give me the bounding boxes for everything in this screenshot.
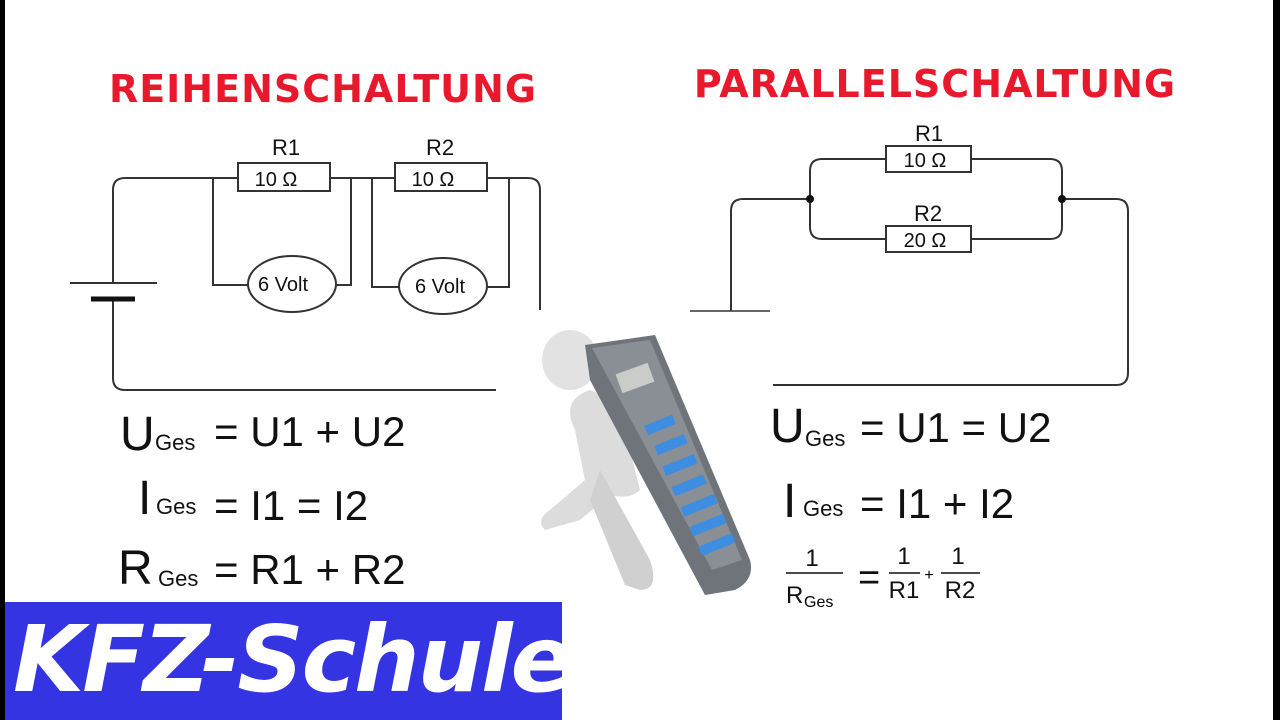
svg-text:U: U [120,408,155,461]
calculator-keys [644,414,736,557]
svg-text:U: U [770,400,805,453]
series-formula-resistance: R Ges = R1 + R2 [118,542,405,595]
series-formula-current: I Ges = I1 = I2 [138,472,368,529]
svg-text:= U1 = U2: = U1 = U2 [860,404,1051,451]
parallel-wire-left [730,198,810,311]
svg-text:I: I [783,475,796,528]
svg-text:= I1 = I2: = I1 = I2 [214,482,368,529]
svg-text:= R1 + R2: = R1 + R2 [214,546,405,593]
series-r2-label: R2 [426,135,454,160]
series-wire-top [112,177,541,310]
svg-text:=: = [858,557,880,599]
parallel-r2-label: R2 [914,201,942,226]
parallel-formula-resistance: 1 R Ges = 1 R1 + 1 R2 [786,543,980,611]
svg-text:R: R [786,582,803,609]
series-r2-value: 10 Ω [412,169,455,191]
svg-text:= I1 + I2: = I1 + I2 [860,480,1014,527]
parallel-r1-value: 10 Ω [904,150,947,172]
series-formula-voltage: U Ges = U1 + U2 [120,408,405,461]
channel-banner: KFZ-Schule [5,602,573,720]
series-circuit [70,162,541,391]
svg-text:Ges: Ges [158,566,198,591]
parallel-formula-current: I Ges = I1 + I2 [783,475,1014,528]
series-wire-bottom [112,300,496,391]
series-r1-label: R1 [272,135,300,160]
voltmeter-1 [247,255,337,313]
series-title: REIHENSCHALTUNG [109,67,537,111]
node-left [806,195,814,203]
thumbnail-canvas: REIHENSCHALTUNG PARALLELSCHALTUNG R1 R2 … [5,0,1273,720]
svg-text:Ges: Ges [155,430,195,455]
svg-text:Ges: Ges [805,426,845,451]
channel-name: KFZ-Schule [13,606,573,713]
svg-text:I: I [138,472,151,525]
series-resistor-r2 [394,162,488,192]
svg-text:Ges: Ges [156,494,196,519]
parallel-title: PARALLELSCHALTUNG [694,62,1176,106]
parallel-wire-right [773,198,1129,386]
voltmeter-2 [398,257,488,315]
svg-text:1: 1 [951,543,964,570]
svg-text:Ges: Ges [804,594,833,611]
series-r1-value: 10 Ω [255,169,298,191]
svg-text:1: 1 [897,543,910,570]
svg-text:Ges: Ges [803,496,843,521]
series-resistor-r1 [237,162,331,192]
diagram: REIHENSCHALTUNG PARALLELSCHALTUNG R1 R2 … [70,62,1176,611]
svg-text:1: 1 [805,545,818,572]
parallel-resistor-r1 [885,145,972,173]
svg-text:= U1 + U2: = U1 + U2 [214,408,405,455]
parallel-circuit [690,145,1129,386]
svg-text:R: R [118,542,153,595]
voltmeter2-label: 6 Volt [415,276,465,298]
parallel-resistor-r2 [885,225,972,253]
calculator-figure-illustration [496,312,772,602]
node-right [1058,195,1066,203]
svg-text:+: + [924,567,933,584]
voltmeter1-wires [212,178,352,286]
voltmeter1-label: 6 Volt [258,274,308,296]
svg-text:R1: R1 [889,577,920,604]
svg-text:R2: R2 [945,577,976,604]
parallel-formula-voltage: U Ges = U1 = U2 [770,400,1051,453]
voltmeter2-wires [371,178,510,288]
parallel-r1-label: R1 [915,121,943,146]
parallel-r2-value: 20 Ω [904,230,947,252]
